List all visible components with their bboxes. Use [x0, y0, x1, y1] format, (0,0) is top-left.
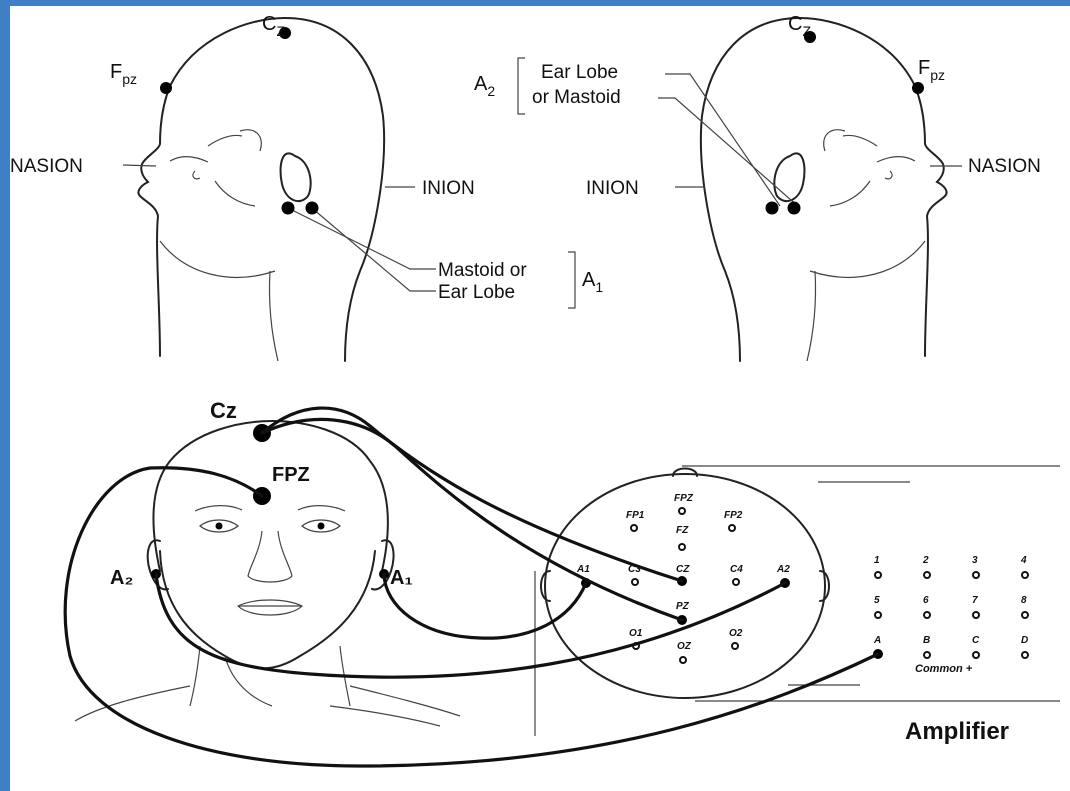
amplifier-input-grid: 1 2 3 4 5 6 7 8 A B C D	[873, 555, 1028, 658]
a1-leader-upper	[290, 209, 436, 269]
a2-label: A2	[474, 73, 495, 99]
input-label: 6	[923, 595, 929, 606]
fpz-electrode-right	[912, 82, 924, 94]
a2-bracket	[518, 58, 525, 114]
a2-leader-lower	[658, 98, 800, 208]
map-a1: A1	[576, 564, 590, 575]
cz-label-front: Cz	[210, 398, 237, 423]
input-label: B	[923, 635, 930, 646]
map-fpz: FPZ	[674, 493, 694, 504]
map-pz: PZ	[676, 601, 690, 612]
inion-label-right: INION	[586, 178, 639, 199]
mastoid-electrode-left	[282, 202, 295, 215]
input-label: 4	[1020, 555, 1027, 566]
nasion-leader-left	[123, 165, 156, 166]
input-label: 7	[972, 595, 978, 606]
map-oz: OZ	[677, 641, 692, 652]
input-label: 2	[922, 555, 929, 566]
electrode-placement-diagram: CZ Fpz NASION INION Mastoid or Ear Lobe …	[10, 6, 1070, 791]
input-label: C	[972, 635, 980, 646]
map-cz: CZ	[676, 564, 690, 575]
map-fz: FZ	[676, 525, 689, 536]
fpz-label-front: FPZ	[272, 464, 310, 486]
amplifier-label: Amplifier	[905, 718, 1009, 745]
wire-cz-to-map-cz	[262, 408, 682, 581]
input-label: 5	[874, 595, 880, 606]
input-label: D	[1021, 635, 1028, 646]
input-label: 3	[972, 555, 978, 566]
input-label: 8	[1021, 595, 1027, 606]
left-profile-head	[138, 18, 384, 361]
figure-frame: CZ Fpz NASION INION Mastoid or Ear Lobe …	[10, 6, 1070, 791]
a1-label-front: A₁	[390, 567, 413, 589]
inion-label-left: INION	[422, 178, 475, 199]
input-label: A	[873, 635, 881, 646]
earlobe-electrode-right	[766, 202, 779, 215]
a2-description-line1: Ear Lobe	[541, 62, 618, 83]
map-fp2: FP2	[724, 510, 743, 521]
input-label: 1	[874, 555, 880, 566]
map-c4: C4	[730, 564, 743, 575]
common-label: Common +	[915, 663, 973, 675]
fpz-electrode-left	[160, 82, 172, 94]
a1-description-line2: Ear Lobe	[438, 282, 515, 303]
cz-label-left: CZ	[262, 13, 285, 39]
map-fp1: FP1	[626, 510, 645, 521]
a2-description-line2: or Mastoid	[532, 87, 621, 108]
mastoid-electrode-right	[788, 202, 801, 215]
a1-bracket	[568, 252, 575, 308]
a1-description-line1: Mastoid or	[438, 260, 527, 281]
a1-label: A1	[582, 269, 603, 295]
a2-label-front: A₂	[110, 567, 133, 589]
wire-a2-to-map-a2	[156, 574, 785, 677]
wire-fpz-to-amp-a	[65, 468, 878, 766]
nasion-label-left: NASION	[10, 156, 83, 177]
right-profile-head	[701, 18, 947, 361]
cz-label-right: CZ	[788, 13, 811, 39]
nasion-label-right: NASION	[968, 156, 1041, 177]
map-o2: O2	[729, 628, 743, 639]
earlobe-electrode-left	[306, 202, 319, 215]
map-o1: O1	[629, 628, 643, 639]
fpz-label-right: Fpz	[918, 57, 945, 83]
map-a2: A2	[776, 564, 790, 575]
fpz-label-left: Fpz	[110, 61, 137, 87]
